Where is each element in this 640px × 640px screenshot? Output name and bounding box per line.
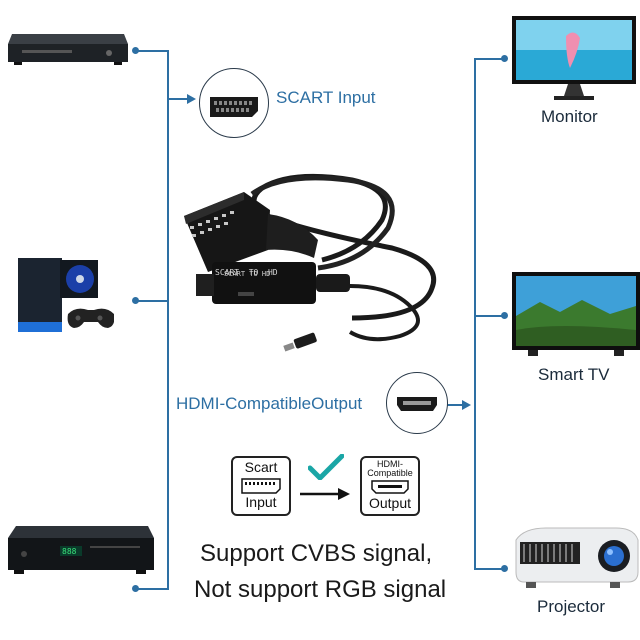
scart-box-icon xyxy=(241,478,281,494)
projector-icon xyxy=(515,527,639,588)
right-bracket-line xyxy=(474,58,476,570)
left-branch-mid xyxy=(135,300,169,302)
hdmi-to-right xyxy=(446,404,464,406)
right-branch-mid xyxy=(474,315,504,317)
arrow-right-icon xyxy=(300,488,350,500)
left-branch-bottom xyxy=(135,588,169,590)
smart-tv-icon xyxy=(512,272,640,356)
left-dot-bottom xyxy=(132,585,139,592)
left-bracket-line xyxy=(167,50,169,590)
check-icon xyxy=(308,454,344,480)
smart-tv-label: Smart TV xyxy=(538,365,610,384)
svg-text:888: 888 xyxy=(62,547,77,556)
monitor-label: Monitor xyxy=(541,107,598,126)
hdmi-output-box: HDMI- Compatible Output xyxy=(360,456,420,516)
left-branch-top xyxy=(135,50,169,52)
right-branch-top xyxy=(474,58,504,60)
scart-box-bottom: Input xyxy=(245,494,277,510)
set-top-box-icon: 888 xyxy=(8,526,154,574)
scart-port-circle xyxy=(199,68,269,138)
scart-cable-image: SCART TO HD xyxy=(184,173,436,352)
right-dot-top xyxy=(501,55,508,62)
hdmi-port-circle xyxy=(386,372,448,434)
hdmi-box-icon xyxy=(371,480,409,494)
hdmi-output-label: HDMI-CompatibleOutput xyxy=(176,394,362,414)
left-dot-mid xyxy=(132,297,139,304)
adapter-text: SCART TO HD xyxy=(215,268,278,277)
hdmi-box-top: HDMI- xyxy=(377,459,403,469)
hdmi-port-icon xyxy=(397,397,437,411)
svg-text:SCART TO HD: SCART TO HD xyxy=(224,270,270,278)
projector-label: Projector xyxy=(537,597,606,616)
hdmi-box-mid: Compatible xyxy=(367,468,413,478)
game-console-icon xyxy=(18,258,114,332)
scart-input-box: Scart Input xyxy=(231,456,291,516)
note-rgb: Not support RGB signal xyxy=(194,576,447,603)
scart-port-icon xyxy=(210,97,258,117)
monitor-icon xyxy=(512,16,636,100)
hdmi-output-suffix: Output xyxy=(311,394,363,413)
right-dot-bottom xyxy=(501,565,508,572)
right-branch-bottom xyxy=(474,568,504,570)
scart-box-top: Scart xyxy=(244,459,278,475)
note-cvbs: Support CVBS signal, xyxy=(200,540,433,567)
arrow-to-scart xyxy=(187,94,196,104)
left-to-scart xyxy=(169,98,189,100)
left-dot-top xyxy=(132,47,139,54)
scart-input-label: SCART Input xyxy=(276,88,376,107)
dvd-player-icon xyxy=(8,34,128,65)
hdmi-output-prefix: HDMI-Compatible xyxy=(176,394,312,413)
arrow-to-right xyxy=(462,400,471,410)
hdmi-box-bottom: Output xyxy=(368,495,412,511)
right-dot-mid xyxy=(501,312,508,319)
